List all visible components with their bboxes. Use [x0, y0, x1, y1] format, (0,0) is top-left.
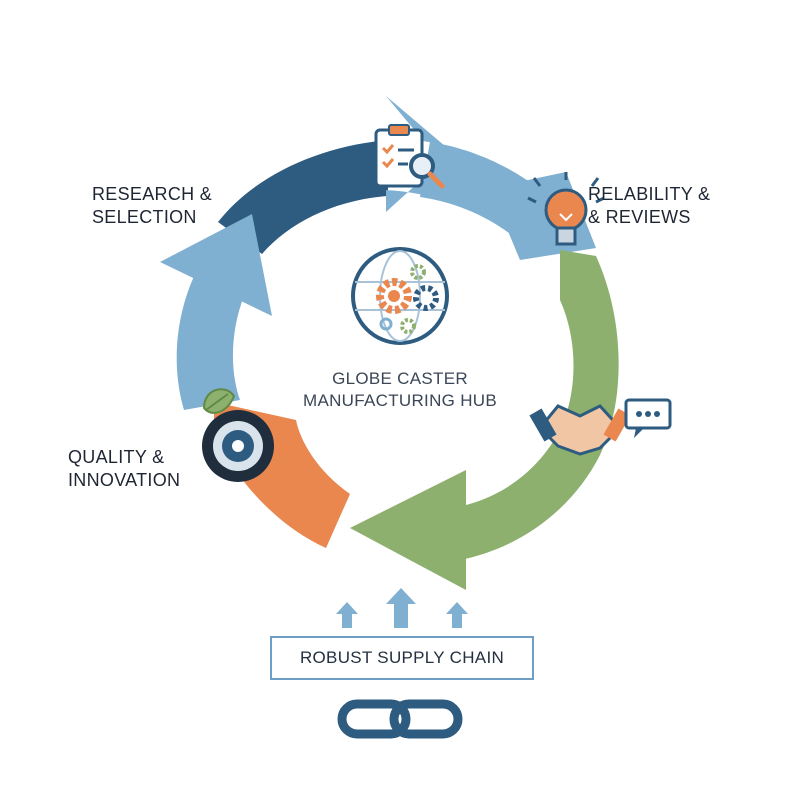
caster-wheel-leaf-icon — [202, 388, 274, 482]
label-reliability-line1: RELABILITY & — [588, 184, 711, 204]
hub-title-line2: MANUFACTURING HUB — [303, 391, 497, 410]
label-quality-line2: INNOVATION — [68, 470, 181, 490]
supply-arrows — [336, 588, 468, 628]
globe-gears-icon — [351, 247, 449, 345]
label-research-line1: RESEARCH & — [92, 184, 213, 204]
arc-partnership-arrowhead — [350, 470, 466, 590]
arc-reliability-tail — [420, 142, 566, 250]
chain-link-icon — [337, 699, 463, 739]
lightbulb-icon — [527, 172, 605, 246]
supply-arrow-right — [446, 602, 468, 628]
handshake-chat-icon — [529, 398, 672, 456]
clipboard-magnifier-icon — [374, 124, 445, 189]
arc-research — [218, 140, 388, 254]
label-research-line2: SELECTION — [92, 207, 197, 227]
label-quality-line1: QUALITY & — [68, 447, 165, 467]
supply-arrow-center — [386, 588, 416, 628]
label-research-selection: RESEARCH & SELECTION — [92, 183, 212, 229]
arc-research-lead-arrowhead — [160, 214, 272, 316]
supply-chain-box: ROBUST SUPPLY CHAIN — [270, 636, 534, 680]
hub-title: GLOBE CASTER MANUFACTURING HUB — [260, 368, 540, 412]
cycle-ring — [160, 96, 619, 590]
label-reliability-line2: & REVIEWS — [588, 207, 691, 227]
arc-research-lead — [176, 272, 244, 410]
hub-title-line1: GLOBE CASTER — [332, 369, 468, 388]
supply-arrow-left — [336, 602, 358, 628]
label-quality-innovation: QUALITY & INNOVATION — [68, 446, 180, 492]
arc-partnership — [460, 250, 619, 560]
label-reliability-reviews: RELABILITY & & REVIEWS — [588, 183, 710, 229]
